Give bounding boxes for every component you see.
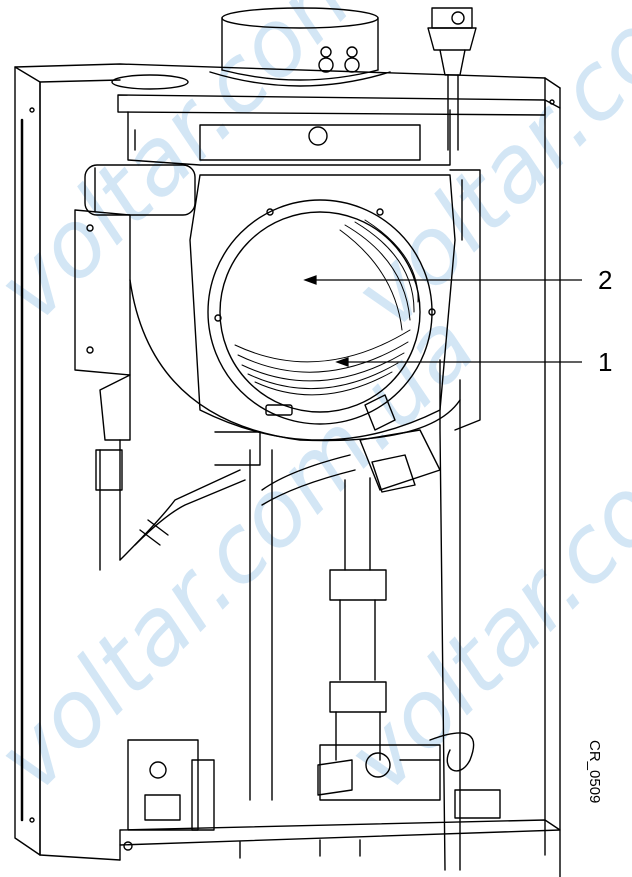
heat-exchanger-coil [234, 219, 419, 396]
boiler-frame [14, 63, 561, 877]
flue-outlet [111, 7, 391, 90]
watermark: voltar.com.ua voltar.com.ua voltar.com.u… [0, 0, 632, 812]
air-vent [427, 7, 477, 151]
side-bracket [74, 164, 196, 376]
pipework [95, 359, 461, 871]
callout-arrow-2 [303, 275, 317, 285]
gas-valve [127, 739, 215, 831]
figure-code: CR_0509 [586, 740, 603, 803]
callout-arrow-1 [335, 357, 349, 367]
heat-exchanger [99, 169, 481, 442]
callout-label-2: 2 [598, 265, 612, 295]
bottom-tray [119, 789, 561, 861]
fan-housing [117, 94, 546, 166]
callout-leaders [303, 275, 582, 367]
callout-label-1: 1 [598, 347, 612, 377]
hydraulic-valve [317, 732, 475, 801]
